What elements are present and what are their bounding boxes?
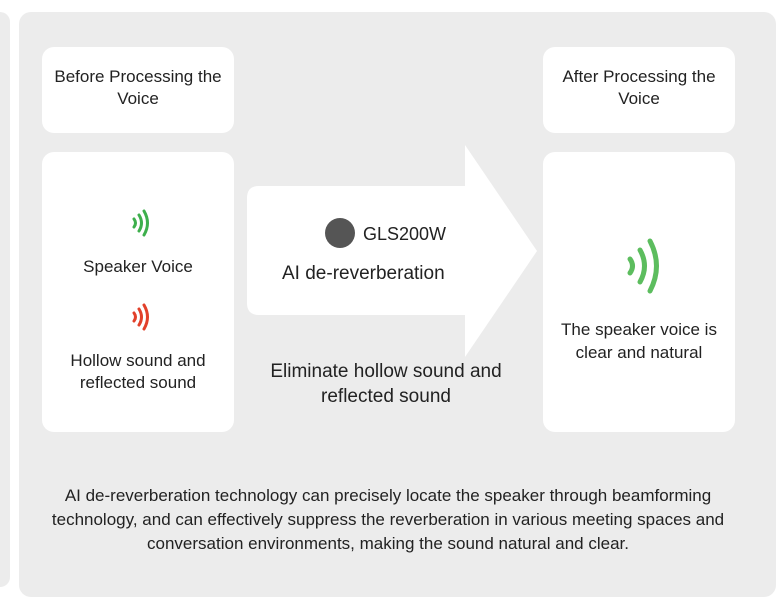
- speaker-wave-icon: [131, 208, 153, 238]
- after-title: After Processing the Voice: [562, 67, 716, 108]
- hollow-sound-label: Hollow sound and reflected sound: [70, 351, 206, 392]
- hollow-wave-icon: [131, 302, 153, 332]
- before-title-card: Before Processing the Voice: [42, 47, 234, 133]
- after-card: [543, 152, 735, 432]
- clear-wave-icon: [625, 236, 665, 296]
- after-title-card: After Processing the Voice: [543, 47, 735, 133]
- effect-label: Eliminate hollow sound and reflected sou…: [270, 361, 502, 407]
- clear-voice-label: The speaker voice is clear and natural: [561, 320, 717, 362]
- adjacent-panel-edge: [0, 12, 10, 587]
- before-title: Before Processing the Voice: [54, 67, 222, 108]
- description-text: AI de-reverberation technology can preci…: [51, 486, 725, 553]
- before-card: [42, 152, 234, 432]
- technology-label: AI de-reverberation: [282, 263, 445, 284]
- device-name: GLS200W: [363, 224, 447, 244]
- speaker-voice-label: Speaker Voice: [83, 257, 193, 276]
- device-icon: [325, 218, 355, 248]
